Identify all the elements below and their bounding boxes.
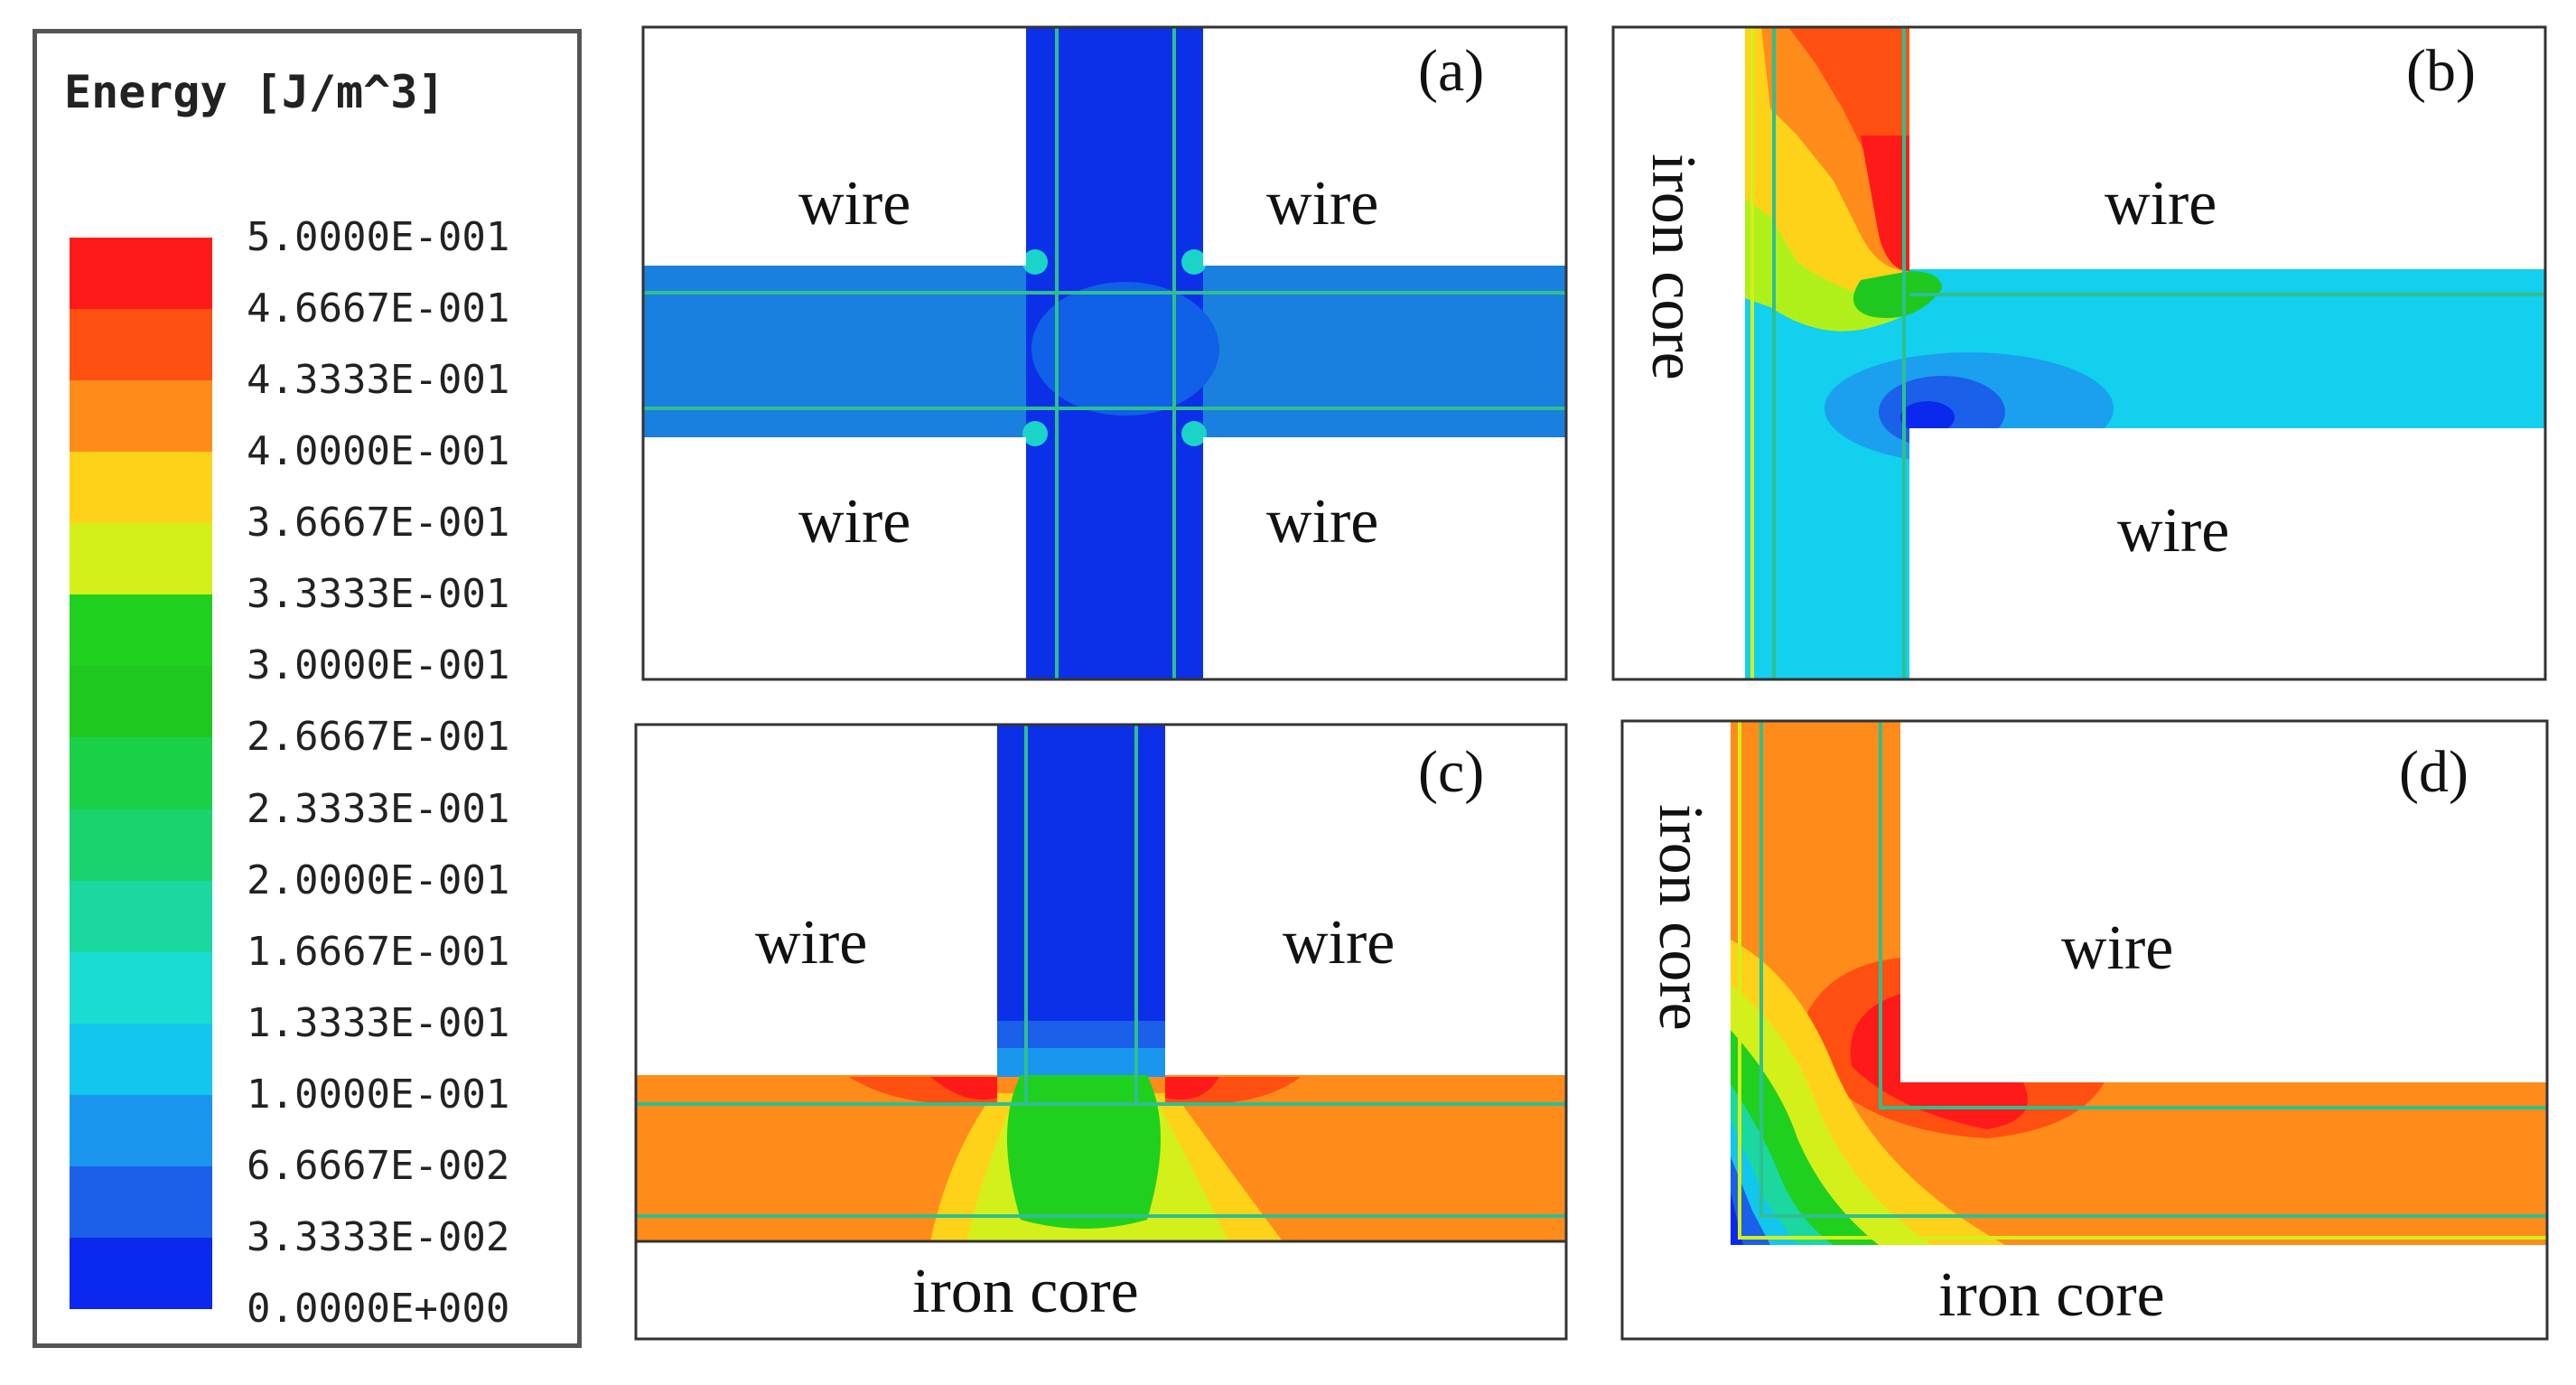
panel-c: (c) wire wire iron core bbox=[634, 723, 1568, 1341]
legend-tick-label: 6.6667E-002 bbox=[247, 1142, 510, 1189]
legend-color-band bbox=[70, 309, 212, 381]
panel-c-wire-label: wire bbox=[755, 908, 867, 978]
legend-color-band bbox=[70, 1023, 212, 1095]
legend-color-band bbox=[70, 380, 212, 453]
legend-color-band bbox=[70, 594, 212, 667]
panel-d: (d) wire iron core iron core bbox=[1620, 719, 2549, 1341]
legend-color-band bbox=[70, 809, 212, 881]
legend-tick-label: 4.0000E-001 bbox=[247, 428, 510, 475]
legend-color-band bbox=[70, 880, 212, 952]
panel-d-wire-label: wire bbox=[2061, 913, 2173, 983]
legend-tick-label: 1.3333E-001 bbox=[247, 999, 510, 1046]
panel-b-iron-core-label: iron core bbox=[1638, 154, 1708, 380]
legend-color-band bbox=[70, 1094, 212, 1166]
panel-a: (a) wire wire wire wire bbox=[641, 25, 1568, 681]
panel-b-wire-label: wire bbox=[2105, 169, 2217, 239]
panel-c-iron-core-label: iron core bbox=[912, 1257, 1139, 1326]
panel-a-wire-label: wire bbox=[1266, 487, 1378, 557]
panel-c-tag: (c) bbox=[1418, 739, 1484, 805]
legend-color-band bbox=[70, 452, 212, 524]
panel-a-wire-label: wire bbox=[798, 169, 910, 239]
legend-color-band bbox=[70, 238, 212, 310]
legend-color-band bbox=[70, 951, 212, 1024]
legend-tick-label: 4.6667E-001 bbox=[247, 285, 510, 332]
legend-tick-label: 1.0000E-001 bbox=[247, 1071, 510, 1118]
panel-c-wire-label: wire bbox=[1283, 908, 1395, 978]
panel-b-tag: (b) bbox=[2406, 38, 2476, 104]
legend-color-band bbox=[70, 666, 212, 738]
legend-tick-label: 3.6667E-001 bbox=[247, 500, 510, 547]
panel-d-tag: (d) bbox=[2399, 739, 2469, 805]
panel-d-iron-core-label: iron core bbox=[1938, 1260, 2165, 1330]
legend-tick-label: 2.3333E-001 bbox=[247, 785, 510, 832]
legend-color-band bbox=[70, 737, 212, 809]
legend-color-band bbox=[70, 1237, 212, 1309]
panel-d-iron-core-side-label: iron core bbox=[1646, 804, 1715, 1031]
panel-b-wire-label: wire bbox=[2117, 496, 2229, 566]
legend-tick-label: 3.3333E-001 bbox=[247, 571, 510, 618]
legend-tick-label: 2.0000E-001 bbox=[247, 856, 510, 903]
legend-tick-label: 2.6667E-001 bbox=[247, 714, 510, 761]
legend-tick-label: 5.0000E-001 bbox=[247, 214, 510, 260]
energy-legend: Energy [J/m^3] 5.0000E-001 4.6667E-001 4.3… bbox=[33, 29, 582, 1348]
legend-color-band bbox=[70, 1165, 212, 1238]
panel-a-wire-label: wire bbox=[798, 487, 910, 557]
legend-tick-label: 3.3333E-002 bbox=[247, 1213, 510, 1260]
legend-color-band bbox=[70, 523, 212, 595]
legend-tick-label: 0.0000E+000 bbox=[247, 1286, 510, 1332]
legend-tick-label: 4.3333E-001 bbox=[247, 357, 510, 404]
legend-tick-label: 3.0000E-001 bbox=[247, 642, 510, 689]
panel-a-wire-label: wire bbox=[1266, 169, 1378, 239]
panel-a-tag: (a) bbox=[1418, 38, 1484, 104]
legend-tick-label: 1.6667E-001 bbox=[247, 928, 510, 975]
panel-b: (b) wire wire iron core bbox=[1611, 25, 2547, 681]
color-bar bbox=[70, 238, 212, 1309]
legend-title: Energy [J/m^3] bbox=[64, 66, 445, 118]
